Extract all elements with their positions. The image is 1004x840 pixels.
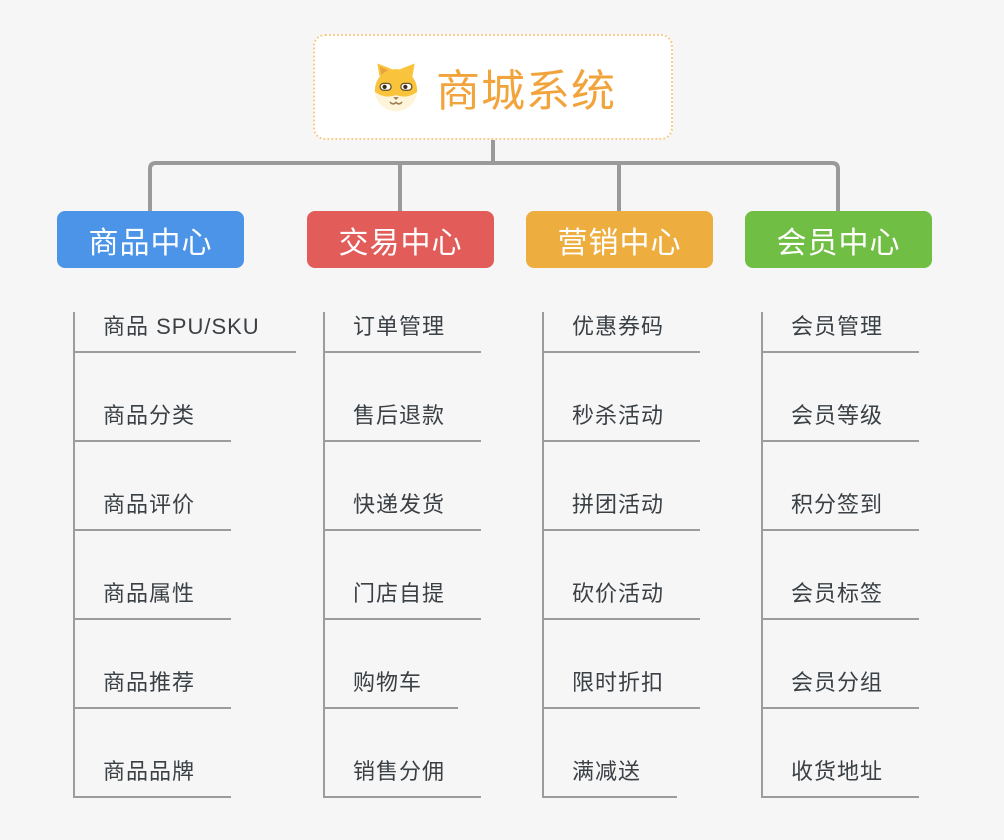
child-node[interactable]: 售后退款 bbox=[323, 401, 482, 442]
child-node[interactable]: 收货地址 bbox=[761, 757, 920, 798]
child-node[interactable]: 购物车 bbox=[323, 668, 459, 709]
child-node[interactable]: 会员等级 bbox=[761, 401, 920, 442]
child-node[interactable]: 优惠券码 bbox=[542, 312, 701, 353]
root-title: 商城系统 bbox=[436, 67, 616, 116]
branch-member: 会员中心 会员管理 会员等级 积分签到 会员标签 会员分组 收货地址 bbox=[745, 211, 1004, 798]
child-node[interactable]: 满减送 bbox=[542, 757, 678, 798]
branch-children-trade: 订单管理 售后退款 快递发货 门店自提 购物车 销售分佣 bbox=[323, 312, 567, 798]
branch-children-product: 商品 SPU/SKU 商品分类 商品评价 商品属性 商品推荐 商品品牌 bbox=[73, 312, 317, 798]
child-node[interactable]: 销售分佣 bbox=[323, 757, 482, 798]
child-node[interactable]: 门店自提 bbox=[323, 579, 482, 620]
branch-trade: 交易中心 订单管理 售后退款 快递发货 门店自提 购物车 销售分佣 bbox=[307, 211, 567, 798]
child-node[interactable]: 订单管理 bbox=[323, 312, 482, 353]
child-node[interactable]: 会员管理 bbox=[761, 312, 920, 353]
branch-header-member[interactable]: 会员中心 bbox=[745, 211, 932, 268]
child-node[interactable]: 商品 SPU/SKU bbox=[73, 312, 296, 353]
child-node[interactable]: 商品推荐 bbox=[73, 668, 232, 709]
child-node[interactable]: 商品评价 bbox=[73, 490, 232, 531]
child-node[interactable]: 会员标签 bbox=[761, 579, 920, 620]
branch-marketing: 营销中心 优惠券码 秒杀活动 拼团活动 砍价活动 限时折扣 满减送 bbox=[526, 211, 786, 798]
branch-header-trade[interactable]: 交易中心 bbox=[307, 211, 494, 268]
doge-icon-shapes bbox=[374, 63, 418, 112]
child-node[interactable]: 秒杀活动 bbox=[542, 401, 701, 442]
branch-children-member: 会员管理 会员等级 积分签到 会员标签 会员分组 收货地址 bbox=[761, 312, 1004, 798]
doge-icon bbox=[374, 63, 418, 112]
child-node[interactable]: 商品品牌 bbox=[73, 757, 232, 798]
branch-header-product[interactable]: 商品中心 bbox=[57, 211, 244, 268]
root-node[interactable]: 商城系统 bbox=[313, 34, 673, 140]
child-node[interactable]: 限时折扣 bbox=[542, 668, 701, 709]
child-node[interactable]: 会员分组 bbox=[761, 668, 920, 709]
child-node[interactable]: 快递发货 bbox=[323, 490, 482, 531]
branch-header-marketing[interactable]: 营销中心 bbox=[526, 211, 713, 268]
child-node[interactable]: 商品属性 bbox=[73, 579, 232, 620]
child-node[interactable]: 砍价活动 bbox=[542, 579, 701, 620]
branch-children-marketing: 优惠券码 秒杀活动 拼团活动 砍价活动 限时折扣 满减送 bbox=[542, 312, 786, 798]
child-node[interactable]: 拼团活动 bbox=[542, 490, 701, 531]
child-node[interactable]: 商品分类 bbox=[73, 401, 232, 442]
branch-product: 商品中心 商品 SPU/SKU 商品分类 商品评价 商品属性 商品推荐 商品品牌 bbox=[57, 211, 317, 798]
root-branch-connectors bbox=[148, 139, 840, 212]
child-node[interactable]: 积分签到 bbox=[761, 490, 920, 531]
